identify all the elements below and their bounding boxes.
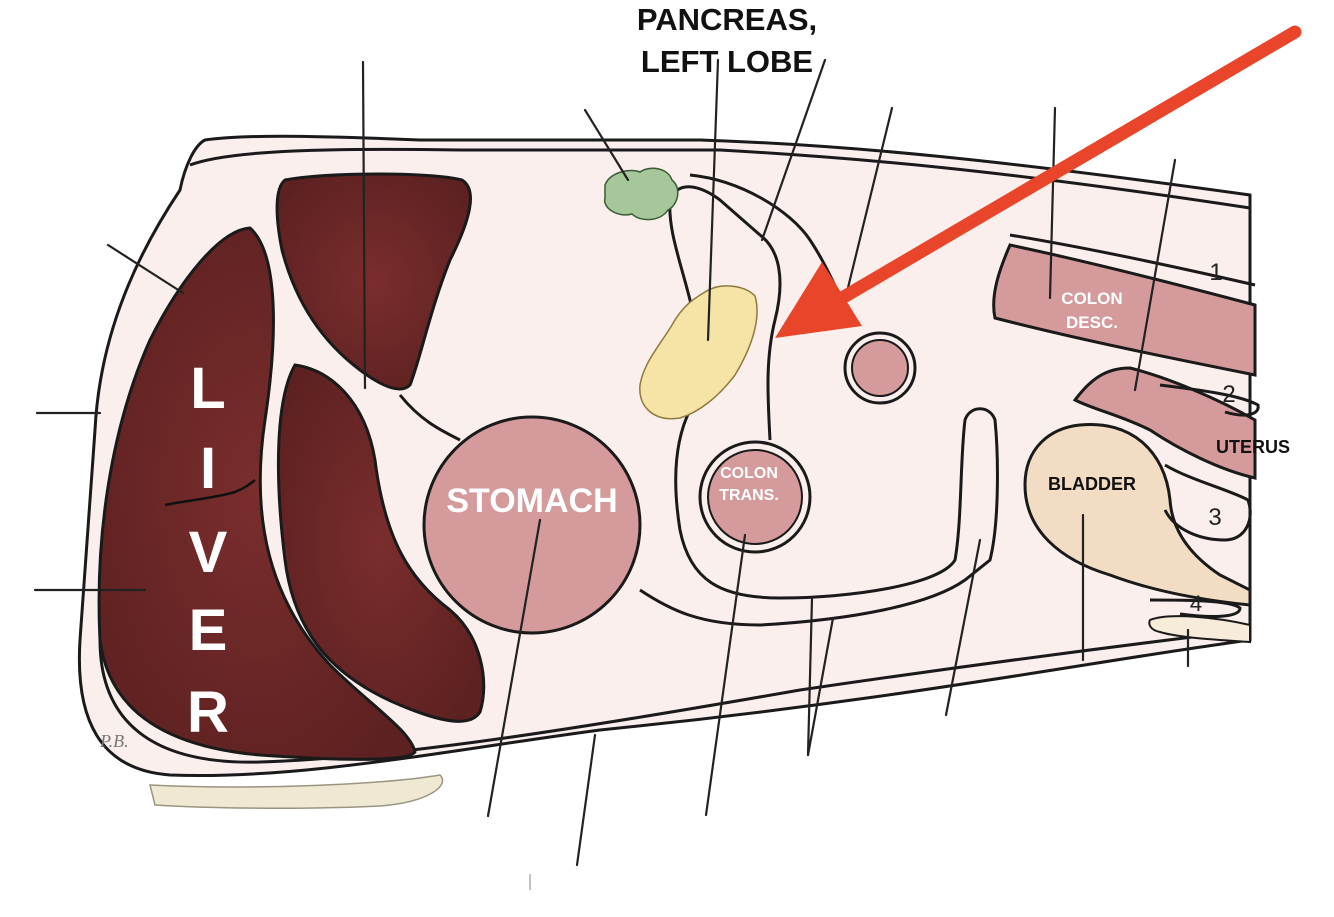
pouch-2 [1159,383,1260,417]
mesocolon-lower [759,233,782,441]
uterus-label: UTERUS [1216,437,1290,457]
number-1: 1 [1209,259,1222,286]
stomach-label: STOMACH [446,482,617,520]
urethra [1148,615,1251,644]
colon-desc-label-1: COLON [1061,289,1122,308]
number-3: 3 [1208,504,1221,531]
bladder [1023,422,1252,607]
colon-desc-wall [1009,233,1256,287]
bladder-label: BLADDER [1048,474,1136,494]
ventral-wall-strip [149,774,444,809]
mesentery-loop [639,185,999,627]
liver-upper-lobe [275,172,472,391]
liver-main-lobe [97,226,417,761]
leader-lines [33,58,1190,890]
cavity-wall-inner [189,147,1251,210]
colon-transverse-inner [707,449,803,545]
liver-letter-r: R [187,680,229,745]
uterus [1072,366,1257,480]
pouch-3 [1163,463,1252,542]
spleen [603,167,679,221]
colon-trans-label-2: TRANS. [719,487,779,504]
stomach [422,415,642,635]
pancreas-label-line2: LEFT LOBE [641,44,813,79]
liver-letter-i: I [200,436,216,501]
stomach-ligament [398,394,461,442]
number-2: 2 [1222,381,1235,408]
pointer-arrow [775,25,1302,338]
pancreas-left-lobe [639,285,758,420]
liver-letter-l: L [190,356,225,421]
colon-circle-small-inner [851,339,909,397]
artist-signature: P.B. [99,731,129,751]
colon-descending [992,243,1257,377]
colon-desc-label-2: DESC. [1066,313,1118,332]
liver-letter-v: V [189,520,228,585]
liver-letter-e: E [189,598,228,663]
colon-trans-label-1: COLON [720,465,778,482]
pancreas-label-line1: PANCREAS, [637,2,817,37]
cavity-wall-lower [98,628,1251,764]
liver-fissure [164,479,256,507]
liver-middle-lobe [276,363,486,723]
pouch-4 [1149,598,1242,618]
number-4: 4 [1190,591,1202,616]
